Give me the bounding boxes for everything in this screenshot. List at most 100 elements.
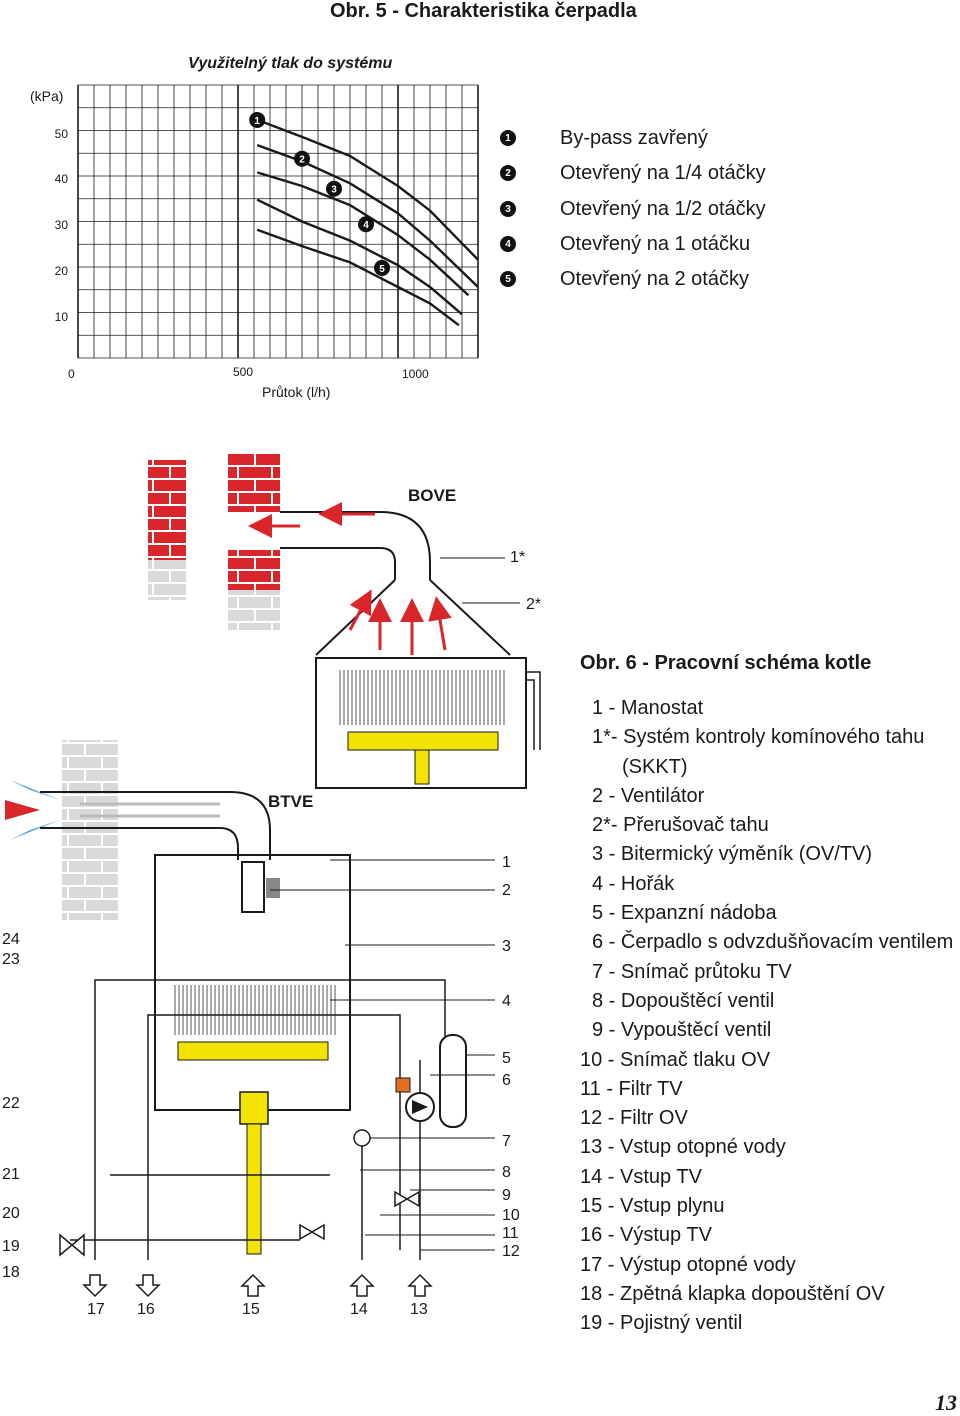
list-item: 1*- Systém kontroly komínového tahu [592,726,925,749]
pump-characteristic-chart: 1 2 3 4 5 [77,84,479,359]
list-item: 10 - Snímač tlaku OV [580,1048,771,1071]
coaxial-pipe-outer [40,791,271,860]
callout-number: 3 [502,938,511,955]
gas-pipe [414,749,430,785]
curve-marker [294,150,310,167]
y-tick-label: 20 [54,264,68,278]
curve-5 [256,228,460,327]
chart-grid [77,84,479,359]
callout-1star: 1* [510,549,526,566]
x-tick-label: 1000 [402,367,429,381]
curve-marker-label: 2 [299,155,305,166]
legend-label: Otevřený na 1 otáčku [560,232,751,255]
bove-label: BOVE [408,486,457,505]
exhaust-icon [5,800,40,820]
callout-number: 22 [2,1095,20,1112]
callout-number: 18 [2,1264,20,1281]
air-intake-icon [10,780,60,800]
list-item: 1 - Manostat [592,697,704,719]
callout-number: 6 [502,1072,511,1089]
callout-number: 19 [2,1238,20,1255]
air-intake-icon [10,820,60,840]
flue-arrow [348,589,372,631]
legend-item: 4 Otevřený na 1 otáčku [500,231,750,257]
list-item: 6 - Čerpadlo s odvzdušňovacím ventilem [592,931,954,954]
x-tick-label: 0 [68,367,75,381]
list-item: 17 - Výstup otopné vody [580,1253,796,1276]
brick-wall-section [148,560,186,600]
outlet-arrow-icon [82,1274,108,1298]
y-tick-label: 30 [54,218,68,232]
drain-valve-icon [394,1190,420,1208]
curve-marker [374,259,390,276]
btve-boiler-diagram [5,740,495,1298]
coaxial-pipe-inner [40,827,239,860]
list-item: 13 - Vstup otopné vody [580,1136,786,1159]
inlet-arrow-icon [240,1273,266,1297]
fan-motor [266,878,280,898]
list-item: 18 - Zpětná klapka dopouštění OV [580,1282,885,1305]
legend-item: 5 Otevřený na 2 otáčky [500,266,749,292]
curve-marker [249,111,266,128]
chart-subtitle: Využitelný tlak do systému [188,55,393,72]
callout-number: 5 [502,1050,511,1067]
curve-1 [256,118,479,261]
callout-number: 23 [2,951,20,968]
callout-number: 21 [2,1166,20,1183]
chimney-wall-grey [228,590,280,630]
curve-4 [256,198,463,316]
legend-number-badge: 2 [500,165,516,181]
inlet-arrow-icon [407,1273,433,1297]
callout-number: 16 [137,1301,155,1318]
list-item: 15 - Vstup plynu [580,1195,725,1218]
curve-marker [358,216,374,233]
chimney-wall [228,452,280,512]
list-item: 5 - Expanzní nádoba [592,902,777,925]
y-unit-label: (kPa) [30,88,64,104]
y-tick-label: 10 [54,310,68,324]
list-item: 4 - Hořák [592,872,675,895]
list-item: 3 - Bitermický výměník (OV/TV) [592,843,873,866]
flue-pipe-upper [280,511,431,580]
callout-lines [270,859,495,1251]
pump-arrow-icon [412,1100,428,1114]
boiler-casing [315,657,527,789]
list-item: 16 - Výstup TV [580,1224,712,1247]
boiler-pipe [526,671,541,750]
list-item: 12 - Filtr OV [580,1107,688,1130]
callout-number: 13 [410,1301,428,1318]
callout-number: 1 [502,854,511,871]
legend-item: 1 By-pass zavřený [500,125,708,151]
heat-exchanger-fins [339,670,505,725]
valve-icon [299,1223,325,1241]
y-tick-label: 50 [54,127,68,141]
expansion-vessel [439,1034,467,1128]
curve-marker-label: 3 [331,185,337,196]
inlet-arrow-icon [349,1273,375,1297]
callout-number: 7 [502,1133,511,1150]
gas-valve [239,1091,269,1125]
callout-number: 14 [350,1301,368,1318]
chart-title: Obr. 5 - Charakteristika čerpadla [330,0,637,22]
curve-marker-label: 4 [363,220,369,231]
wall [62,740,118,920]
list-item: (SKKT) [622,755,688,778]
air-vent [395,1077,411,1093]
curve-marker-label: 5 [379,264,385,275]
list-item: 11 - Filtr TV [580,1077,683,1100]
burner [177,1041,329,1061]
chart-curve-markers: 1 2 3 4 5 [249,111,390,276]
legend-item: 2 Otevřený na 1/4 otáčky [500,160,766,186]
legend-number-badge: 5 [500,271,516,287]
curve-marker-label: 1 [254,116,260,127]
legend-number-badge: 3 [500,201,516,217]
callout-number: 11 [502,1225,519,1242]
bove-boiler-body [315,657,541,789]
list-item: 2 - Ventilátor [592,784,705,807]
bove-flue-diagram [148,452,520,656]
legend-label: Otevřený na 1/4 otáčky [560,161,766,184]
list-item: 2*- Přerušovač tahu [592,814,769,837]
flue-pipe-lower [280,547,396,580]
callout-2star: 2* [526,596,542,613]
callout-number: 10 [502,1207,520,1224]
